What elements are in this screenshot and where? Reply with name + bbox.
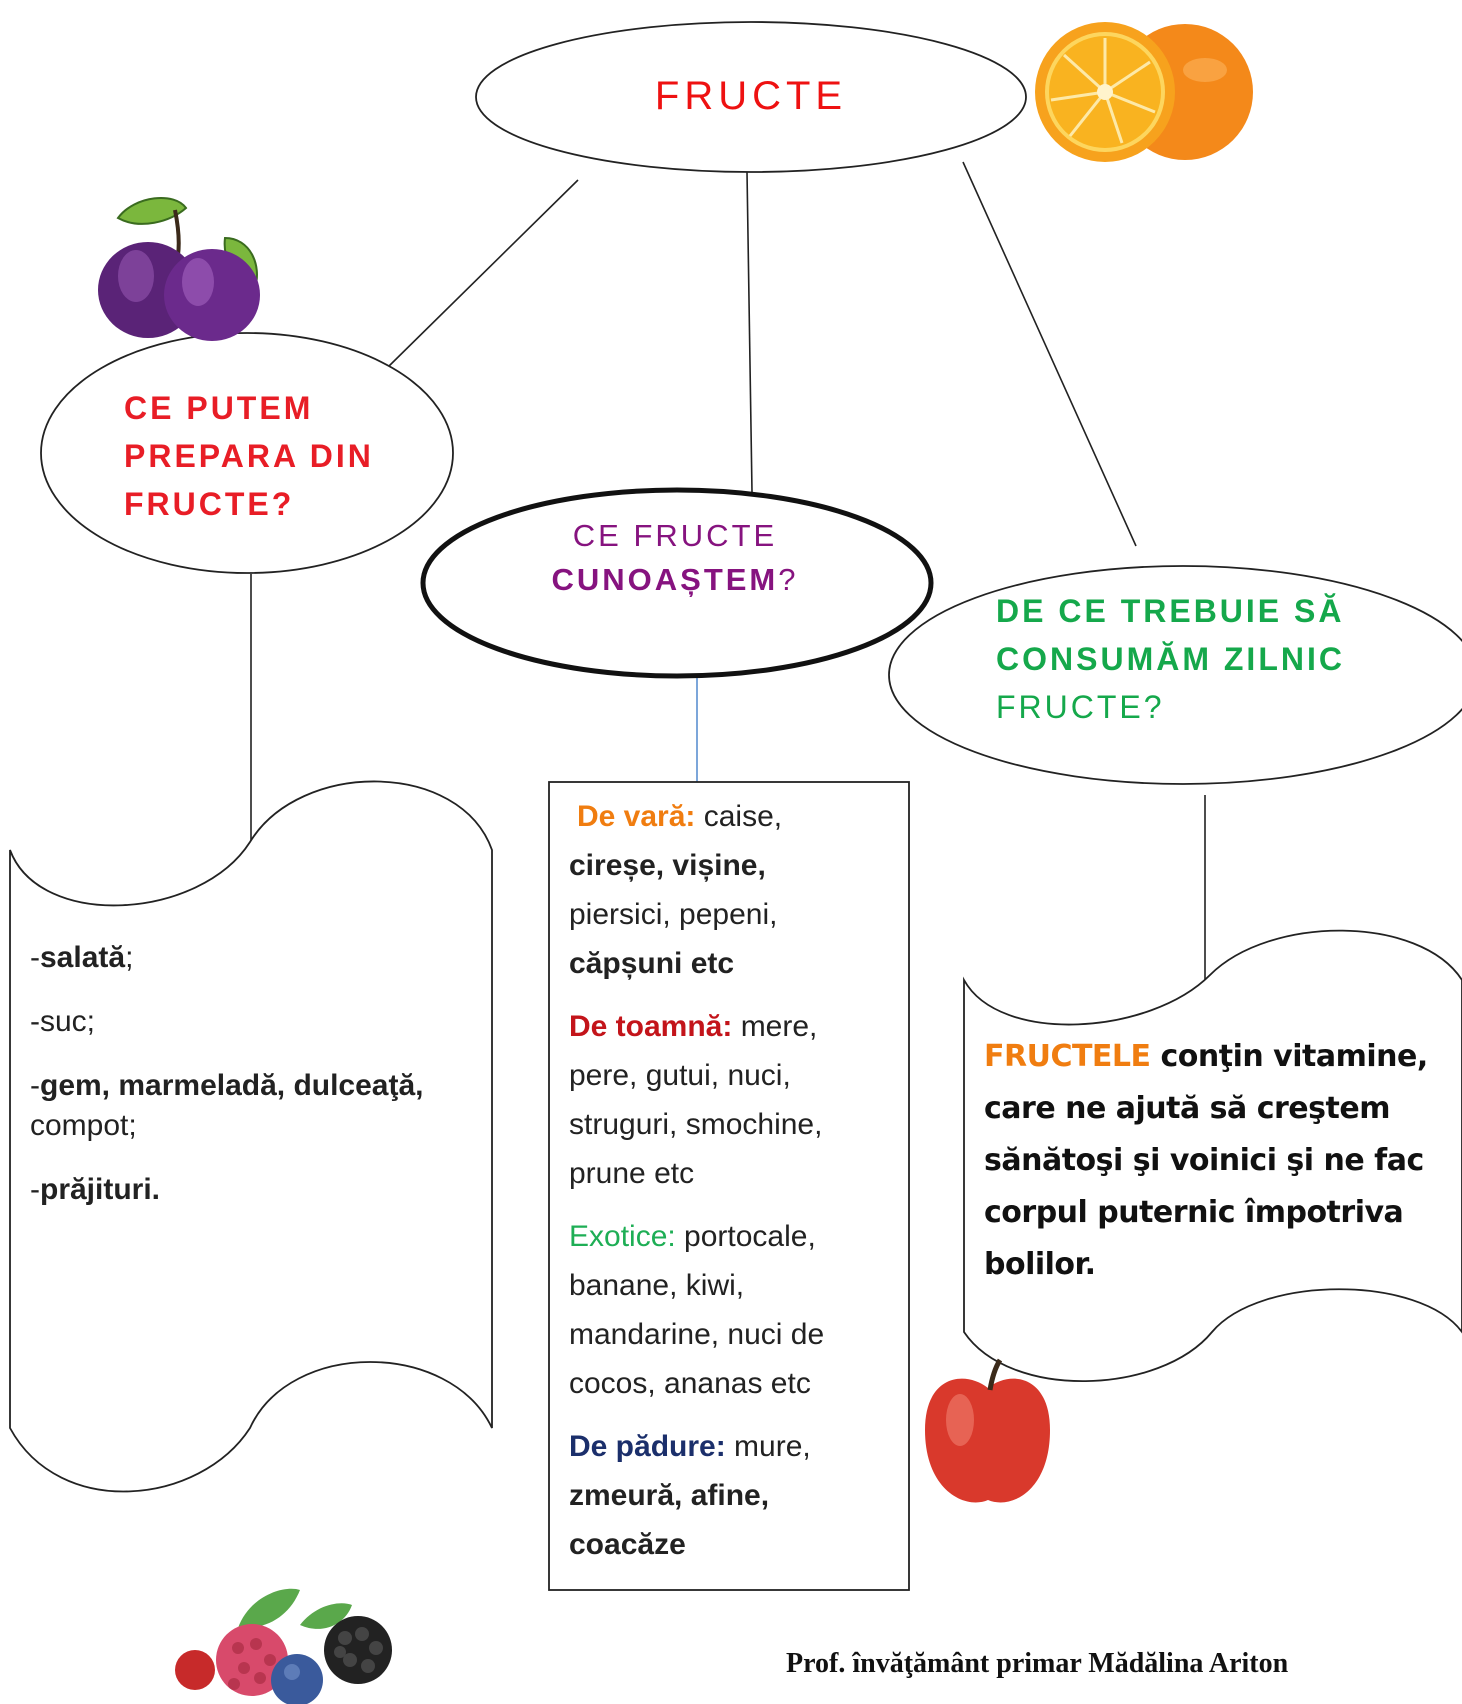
- list-item-rest: ;: [125, 941, 134, 974]
- question-know-line2: CUNOAȘTEM?: [540, 558, 810, 602]
- list-dash: -: [30, 1069, 40, 1102]
- line-to-prepare: [386, 179, 579, 369]
- fruit-text: prune etc: [569, 1157, 695, 1190]
- fruit-list-box: [548, 781, 910, 1591]
- fruit-text: zmeură, afine,: [569, 1479, 770, 1512]
- fruit-text: portocale,: [675, 1220, 816, 1253]
- plum-icon: [98, 196, 260, 341]
- question-why-line1: DE CE TREBUIE SĂ: [996, 593, 1345, 629]
- question-why-line3: FRUCTE?: [996, 689, 1165, 725]
- question-know: CE FRUCTE CUNOAȘTEM?: [540, 514, 810, 602]
- fruit-text: căpșuni etc: [569, 947, 735, 980]
- line-to-know: [746, 171, 753, 493]
- question-why-line2: CONSUMĂM ZILNIC: [996, 641, 1345, 677]
- why-ellipse: [888, 565, 1462, 785]
- question-know-bold: CUNOAȘTEM: [551, 562, 779, 597]
- list-item: -gem, marmeladă, dulceaţă,: [30, 1066, 470, 1106]
- fruit-text: caise,: [695, 800, 783, 833]
- fruit-text: coacăze: [569, 1528, 686, 1561]
- prepare-ellipse: [40, 332, 454, 574]
- fruit-text: banane, kiwi,: [569, 1269, 745, 1302]
- fruit-group-forest: De pădure: mure, zmeură, afine, coacăze: [569, 1422, 899, 1569]
- fruit-text: mure,: [725, 1430, 811, 1463]
- benefit-text: FRUCTELE conţin vitamine, care ne ajută …: [984, 1031, 1454, 1291]
- benefit-line: care ne ajută să creştem: [984, 1091, 1390, 1126]
- diagram-title: FRUCTE: [654, 74, 848, 118]
- list-item-rest: compot;: [30, 1109, 137, 1142]
- benefit-line: bolilor.: [984, 1247, 1096, 1282]
- fruit-text: struguri, smochine,: [569, 1108, 823, 1141]
- list-item-bold: prăjituri.: [40, 1173, 161, 1206]
- fruit-group-exotic: Exotice: portocale, banane, kiwi, mandar…: [569, 1212, 899, 1408]
- know-ellipse: [420, 487, 934, 679]
- fruit-text: mere,: [732, 1010, 818, 1043]
- benefit-line: FRUCTELE conţin vitamine,: [984, 1031, 1454, 1083]
- benefit-highlight: FRUCTELE: [984, 1039, 1151, 1074]
- why-scroll: [963, 929, 1462, 1383]
- fruit-group-label: De pădure:: [569, 1430, 726, 1463]
- connector-lines: [250, 161, 1206, 995]
- fruit-group-label: Exotice:: [569, 1220, 676, 1253]
- line-to-why: [962, 161, 1137, 547]
- list-dash: -: [30, 1173, 40, 1206]
- question-prepare-line: PREPARA DIN: [124, 438, 374, 474]
- list-dash: -: [30, 1005, 40, 1038]
- fruit-group-label: De toamnă:: [569, 1010, 733, 1043]
- prepare-scroll: [9, 780, 493, 1493]
- benefit-line: corpul puternic împotriva: [984, 1195, 1404, 1230]
- list-item: compot;: [30, 1106, 470, 1146]
- apple-icon: [925, 1358, 1050, 1503]
- question-know-line1: CE FRUCTE: [572, 518, 778, 553]
- list-item-rest: suc;: [40, 1005, 96, 1038]
- fruit-list: De vară: caise, cireșe, vișine, piersici…: [569, 792, 899, 1580]
- benefit-line-text: conţin vitamine,: [1150, 1039, 1428, 1074]
- list-item: -prăjituri.: [30, 1170, 470, 1210]
- prepare-list: -salată; -suc; -gem, marmeladă, dulceaţă…: [30, 938, 470, 1234]
- author-credit: Prof. învăţământ primar Mădălina Ariton: [786, 1648, 1289, 1679]
- list-item: -salată;: [30, 938, 470, 978]
- question-know-mark: ?: [778, 562, 799, 597]
- fruit-text: pere, gutui, nuci,: [569, 1059, 791, 1092]
- benefit-line: sănătoşi şi voinici şi ne fac: [984, 1143, 1424, 1178]
- list-item-bold: gem, marmeladă, dulceaţă,: [40, 1069, 424, 1102]
- question-prepare-line: FRUCTE?: [124, 486, 295, 522]
- question-prepare: CE PUTEM PREPARA DIN FRUCTE?: [124, 384, 424, 528]
- fruit-group-summer: De vară: caise, cireșe, vișine, piersici…: [569, 792, 899, 988]
- berries-icon: [175, 1588, 392, 1704]
- orange-icon: [1035, 22, 1253, 162]
- question-prepare-line: CE PUTEM: [124, 390, 314, 426]
- question-why: DE CE TREBUIE SĂ CONSUMĂM ZILNIC FRUCTE?: [996, 587, 1396, 731]
- fruit-group-autumn: De toamnă: mere, pere, gutui, nuci, stru…: [569, 1002, 899, 1198]
- list-item: -suc;: [30, 1002, 470, 1042]
- fruit-text: mandarine, nuci de: [569, 1318, 825, 1351]
- fruit-text: piersici, pepeni,: [569, 898, 778, 931]
- list-dash: -: [30, 941, 40, 974]
- fruit-group-label: De vară:: [577, 800, 696, 833]
- fruit-text: cireșe, vișine,: [569, 849, 766, 882]
- fruit-text: cocos, ananas etc: [569, 1367, 811, 1400]
- title-ellipse: [475, 21, 1027, 173]
- list-item-bold: salată: [40, 941, 126, 974]
